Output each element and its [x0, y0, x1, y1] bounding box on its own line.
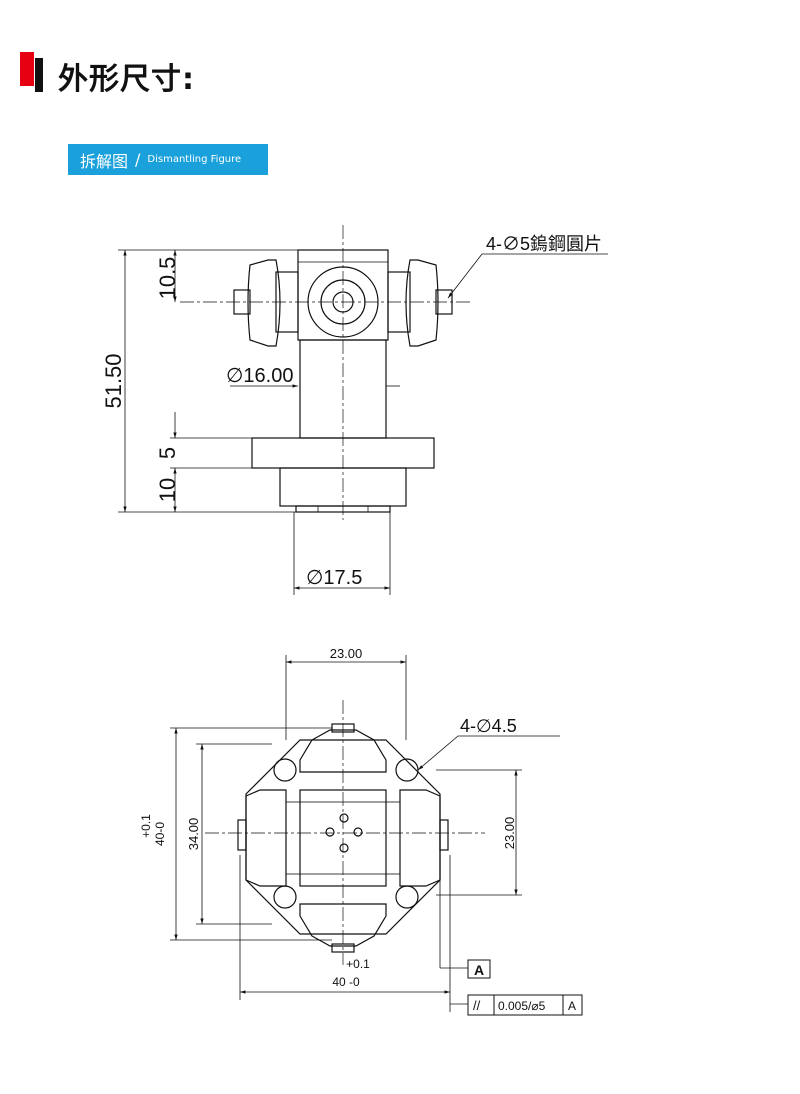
- dim-flange-label: 5: [155, 447, 180, 459]
- dim-right-height-label: 23.00: [502, 817, 517, 850]
- page-title: 外形尺寸:: [58, 62, 195, 97]
- top-arm-bottom: [299, 903, 387, 947]
- top-view-drawing: [205, 700, 485, 965]
- tolerance-datum: A: [568, 999, 576, 1013]
- dim-width-tol-nominal: 40 -0: [332, 975, 360, 989]
- mount-hole: [273, 885, 297, 909]
- dim-width-tol-plus: +0.1: [346, 957, 370, 971]
- dim-height-tol-plus: +0.1: [139, 814, 153, 838]
- tolerance-frame: [467, 994, 583, 1016]
- dim-top-width-label: 23.00: [330, 646, 363, 661]
- side-left-knob: [247, 259, 281, 347]
- side-right-knob: [405, 259, 439, 347]
- dim-base-dia-label: ∅17.5: [306, 567, 362, 589]
- datum-label: A: [474, 962, 484, 978]
- dim-total-label: 51.50: [101, 353, 126, 408]
- section-tag-en: Dismantling Figure: [147, 154, 242, 165]
- section-tag-zh: 拆解图: [80, 151, 129, 171]
- dim-shaft-dia-label: ∅16.00: [226, 365, 293, 387]
- tolerance-value: 0.005/⌀5: [498, 999, 546, 1013]
- callout-label: 4-∅5鎢鋼圓片: [486, 234, 602, 254]
- title-marker-icon: [20, 52, 44, 92]
- top-arm-right: [399, 789, 441, 887]
- side-view-drawing: [180, 225, 470, 520]
- top-arm-left: [245, 789, 287, 887]
- dim-base-label: 10: [155, 478, 180, 502]
- top-arm-top: [299, 729, 387, 773]
- section-tag: 拆解图 / Dismantling Figure: [68, 144, 268, 175]
- hole-callout-label: 4-∅4.5: [460, 716, 517, 736]
- dim-hole-span-label: 34.00: [186, 818, 201, 851]
- dim-top-label: 10.5: [155, 257, 180, 300]
- datum-box: [467, 959, 491, 979]
- tolerance-symbol: //: [473, 998, 481, 1013]
- dim-height-tol-nominal: 40-0: [153, 822, 167, 846]
- mount-hole: [273, 758, 297, 782]
- mount-hole: [395, 758, 419, 782]
- mount-hole: [395, 885, 419, 909]
- section-tag-separator: /: [135, 150, 141, 169]
